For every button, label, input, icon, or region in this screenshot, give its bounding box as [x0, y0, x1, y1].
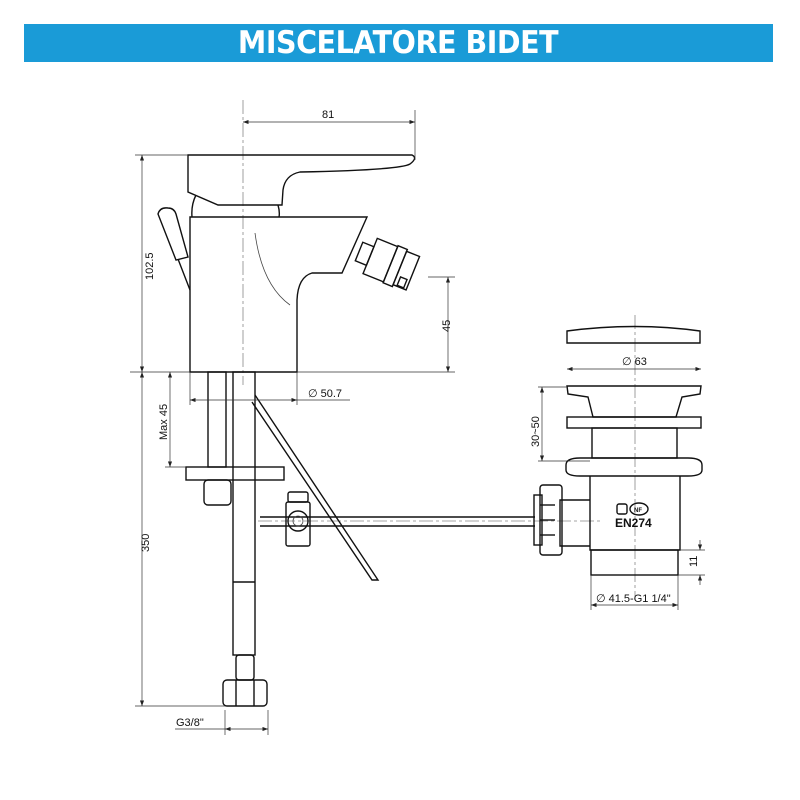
waste-cap — [566, 325, 701, 344]
dimension-30-50: 30~50 — [530, 386, 590, 462]
nf-mark-icon — [629, 502, 649, 516]
dimension-45: 45 — [297, 276, 455, 373]
svg-text:11: 11 — [688, 556, 700, 567]
dimension-g3-8: G3/8" — [175, 710, 269, 735]
fixing-nut — [203, 479, 232, 506]
mixer-body — [189, 216, 369, 373]
dimension-81: 81 — [243, 109, 416, 160]
svg-text:G3/8": G3/8" — [176, 717, 204, 729]
svg-text:∅ 50.7: ∅ 50.7 — [308, 388, 342, 400]
certification-marks: NF EN274 — [615, 502, 652, 530]
dimension-max-45: Max 45 — [158, 372, 186, 468]
dimension-diameter-41-5: ∅ 41.5-G1 1/4" — [590, 575, 679, 610]
svg-text:∅ 63: ∅ 63 — [622, 356, 647, 368]
dimension-102-5: 102.5 — [130, 154, 190, 373]
svg-text:∅ 41.5-G1 1/4": ∅ 41.5-G1 1/4" — [596, 593, 671, 605]
bidet-nozzle — [354, 237, 421, 291]
body-curve — [254, 232, 291, 306]
title-banner: MISCELATORE BIDET — [24, 24, 773, 62]
svg-text:350: 350 — [140, 534, 152, 552]
page-title: MISCELATORE BIDET — [238, 25, 559, 61]
rod-clamp — [285, 491, 311, 547]
svg-text:45: 45 — [441, 320, 453, 332]
dimension-11: 11 — [678, 540, 705, 585]
popup-handle — [157, 207, 191, 291]
svg-text:102.5: 102.5 — [144, 252, 156, 280]
svg-text:81: 81 — [322, 109, 334, 121]
svg-text:NF: NF — [634, 508, 642, 514]
cartridge-neck — [191, 194, 281, 218]
svg-text:Max 45: Max 45 — [158, 404, 170, 440]
drain-rod — [260, 516, 535, 527]
quality-icon — [616, 503, 628, 515]
standard-label: EN274 — [615, 516, 652, 530]
flexible-hose — [232, 371, 256, 656]
svg-text:30~50: 30~50 — [530, 416, 542, 447]
dimension-350: 350 — [135, 372, 225, 707]
mixer-lever — [187, 154, 416, 206]
hose-nut — [222, 679, 268, 707]
threaded-rod — [207, 371, 227, 468]
hose-fitting — [235, 654, 255, 681]
dimension-diameter-50-7: ∅ 50.7 — [189, 372, 350, 405]
popup-rod — [251, 394, 380, 581]
dimension-diameter-63: ∅ 63 — [567, 356, 701, 372]
fixing-plate — [185, 466, 285, 481]
pop-up-waste — [533, 325, 703, 576]
